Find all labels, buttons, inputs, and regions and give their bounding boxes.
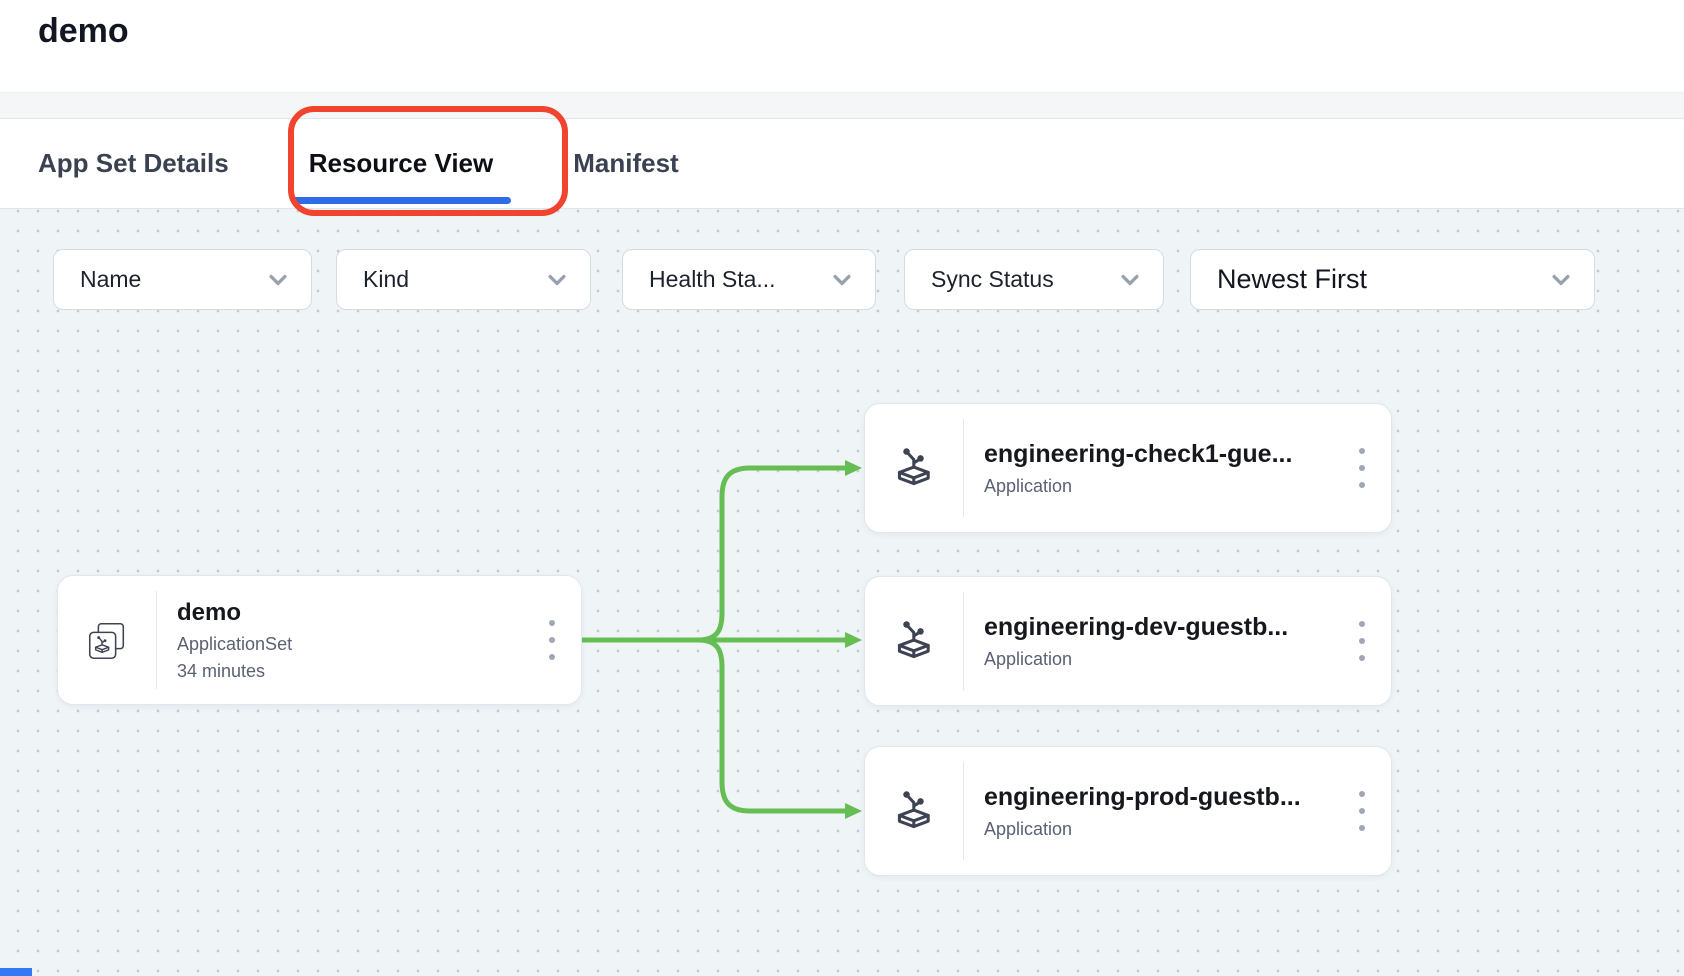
filter-name-dropdown[interactable]: Name [53, 249, 312, 310]
node-icon-zone [865, 577, 963, 705]
node-title: engineering-prod-guestb... [984, 782, 1301, 811]
node-divider [963, 762, 964, 860]
node-kind: Application [984, 475, 1073, 496]
kebab-menu-icon[interactable] [1349, 783, 1391, 839]
arrowhead-icon [845, 632, 862, 648]
applicationset-icon [88, 622, 125, 659]
application-icon [897, 791, 930, 829]
chevron-down-icon [1121, 274, 1139, 285]
node-text: engineering-dev-guestb... Application [964, 577, 1349, 705]
node-kind: Application [984, 648, 1073, 669]
filter-sync-status-label: Sync Status [931, 266, 1054, 292]
node-text: demo ApplicationSet 34 minutes [157, 576, 539, 704]
filter-sync-status-dropdown[interactable]: Sync Status [904, 249, 1164, 310]
tab-resource-view[interactable]: Resource View [290, 119, 512, 208]
application-icon [897, 621, 930, 659]
tab-manifest[interactable]: Manifest [573, 148, 679, 178]
node-kind: ApplicationSet [177, 633, 293, 654]
chevron-down-icon [548, 274, 566, 285]
filter-name-label: Name [80, 266, 142, 292]
header-divider-band [0, 92, 1684, 119]
arrowhead-icon [845, 460, 862, 476]
node-application-prod[interactable]: engineering-prod-guestb... Application [864, 746, 1392, 876]
filter-kind-dropdown[interactable]: Kind [336, 249, 591, 310]
node-application-check1[interactable]: engineering-check1-gue... Application [864, 403, 1392, 533]
node-divider [156, 591, 157, 689]
node-text: engineering-check1-gue... Application [964, 404, 1349, 532]
node-divider [963, 592, 964, 690]
resource-graph-canvas[interactable]: Name Kind Health Sta... Sync Status Newe… [0, 209, 1684, 976]
sort-order-dropdown[interactable]: Newest First [1190, 249, 1595, 310]
node-text: engineering-prod-guestb... Application [964, 747, 1349, 875]
sort-order-label: Newest First [1217, 264, 1368, 294]
node-kind: Application [984, 818, 1073, 839]
edge-to-check1 [695, 465, 849, 643]
chevron-down-icon [1552, 274, 1570, 285]
node-applicationset-demo[interactable]: demo ApplicationSet 34 minutes [57, 575, 582, 705]
node-age: 34 minutes [177, 660, 266, 681]
filter-kind-label: Kind [363, 266, 410, 292]
page-title: demo [38, 12, 129, 50]
node-title: engineering-check1-gue... [984, 439, 1293, 468]
application-icon [897, 448, 930, 486]
filter-health-status-dropdown[interactable]: Health Sta... [622, 249, 876, 310]
node-icon-zone [58, 576, 156, 704]
page-header: demo [0, 0, 1684, 92]
chevron-down-icon [269, 274, 287, 285]
chevron-down-icon [833, 274, 851, 285]
arrowhead-icon [845, 803, 862, 819]
node-application-dev[interactable]: engineering-dev-guestb... Application [864, 576, 1392, 706]
kebab-menu-icon[interactable] [539, 612, 581, 668]
filter-health-status-label: Health Sta... [649, 266, 776, 292]
node-divider [963, 419, 964, 517]
node-title: engineering-dev-guestb... [984, 612, 1289, 641]
node-icon-zone [865, 404, 963, 532]
horizontal-scrollbar-thumb[interactable] [0, 968, 32, 976]
node-title: demo [177, 598, 242, 626]
tab-bar: App Set Details Resource View Manifest [0, 119, 1684, 209]
kebab-menu-icon[interactable] [1349, 613, 1391, 669]
tab-app-set-details[interactable]: App Set Details [38, 148, 229, 178]
node-icon-zone [865, 747, 963, 875]
edge-to-prod [695, 637, 849, 814]
kebab-menu-icon[interactable] [1349, 440, 1391, 496]
